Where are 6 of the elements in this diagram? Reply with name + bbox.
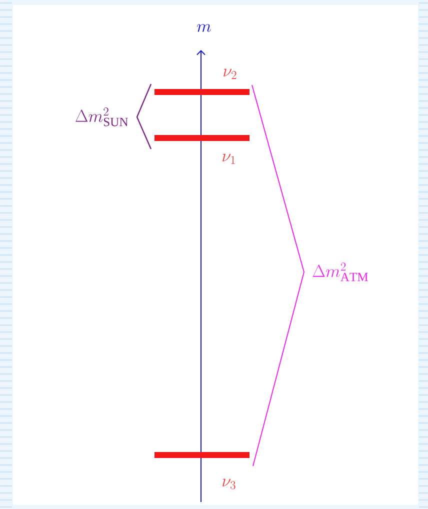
mass-splitting-label: $\Delta m^2_{\mathrm{SUN}}$ (76, 108, 128, 126)
level-label: $\nu_3$ (222, 478, 236, 490)
level-label: $\nu_1$ (222, 154, 235, 164)
level-label: $\nu_2$ (224, 68, 236, 80)
mass-splitting-label: $\Delta m^2_{\mathrm{ATM}}$ (312, 262, 368, 282)
axis-label: $m$ (197, 24, 211, 32)
